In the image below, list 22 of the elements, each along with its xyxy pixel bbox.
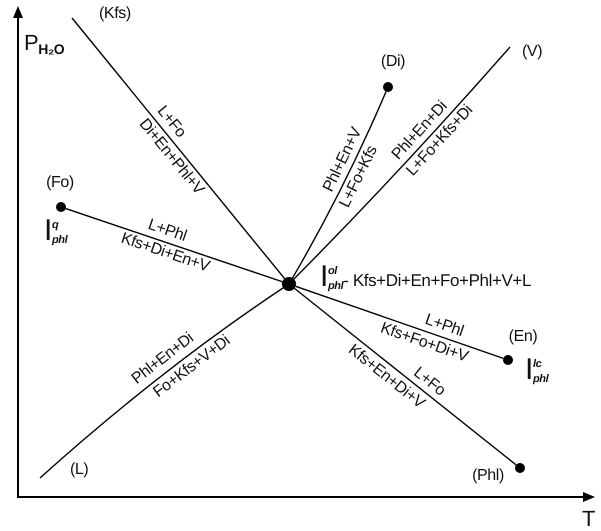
phase-boundary-curve [292,91,387,278]
axis-title: P$_{H₂O}$ [24,30,64,56]
phase-boundary-curve [40,287,284,479]
invariant-point [503,355,513,365]
invariant-point [515,463,525,473]
axis-title: T [582,506,596,531]
absent-phase-label: (Kfs) [72,4,131,24]
phase-boundary-curve [71,18,286,280]
invariant-point-label: I$^{ol}$$_{phl}$- Kfs+Di+En+Fo+Phl+V+L [320,262,531,295]
invariant-point [383,82,393,92]
phase-boundary-curve [66,208,283,282]
phase-boundary-curve [295,286,504,360]
absent-phase-label: (V) [510,42,542,62]
invariant-point [282,277,296,291]
phase-boundary-curve [294,288,517,466]
absent-phase-label: (Phl) [472,466,504,486]
phase-boundary-curve [293,46,511,280]
absent-phase-label: (Di) [380,52,406,72]
absent-phase-label: (Fo) [46,173,74,193]
absent-phase-label: (En) [508,327,538,347]
invariant-point [56,202,66,212]
absent-phase-label: (L) [40,460,88,480]
